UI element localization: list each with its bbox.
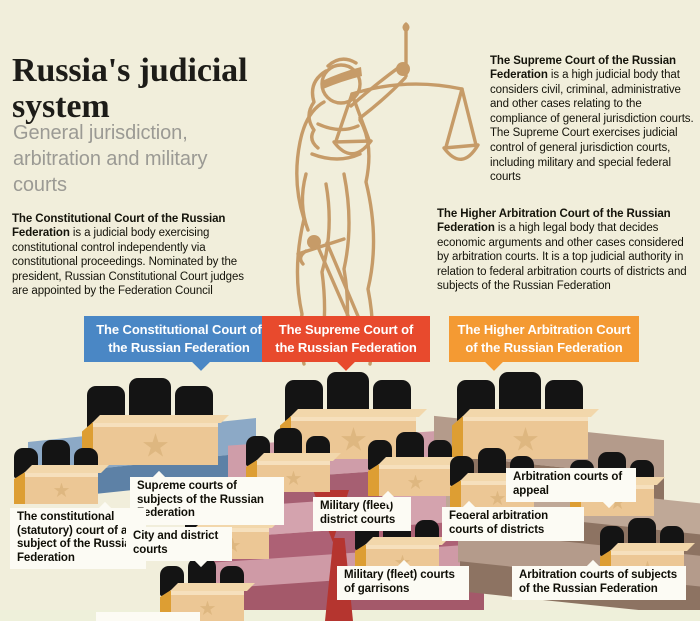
constitutional-court-body: is a judicial body exercising constituti… bbox=[12, 227, 244, 298]
desk-side bbox=[355, 544, 366, 576]
desk-side bbox=[14, 472, 25, 504]
desk-front bbox=[291, 416, 416, 459]
page-subtitle: General jurisdiction, arbitration and mi… bbox=[13, 122, 208, 196]
desk-side bbox=[82, 422, 93, 465]
desk-front bbox=[25, 472, 98, 504]
label-military-district-courts: Military (fleet) district courts bbox=[313, 490, 411, 532]
higher-arbitration-court-lead: The Higher Arbitration Court of the Russ… bbox=[437, 207, 671, 235]
banner-higher-arbitration-court: The Higher Arbitration Court of the Russ… bbox=[449, 316, 639, 372]
military-district-court-desk bbox=[368, 432, 452, 496]
desk-side bbox=[450, 480, 461, 512]
lower-court-desk bbox=[160, 558, 244, 621]
scales-of-justice-icon bbox=[295, 22, 480, 366]
supreme-court-body: is a high judicial body that considers c… bbox=[490, 69, 694, 184]
russian-eagle-emblem-icon bbox=[489, 490, 506, 506]
lady-justice-illustration bbox=[248, 14, 480, 366]
label-supreme-courts-of-subjects: Supreme courts of subjects of the Russia… bbox=[130, 470, 284, 525]
label-cut-off-bottom bbox=[96, 612, 200, 621]
banner-supreme-label: The Supreme Court of the Russian Federat… bbox=[275, 322, 417, 356]
desk-side bbox=[452, 416, 463, 459]
supreme-court-desk bbox=[280, 372, 416, 459]
constitutional-court-desk bbox=[82, 378, 218, 465]
desk-side bbox=[368, 464, 379, 496]
desk-front bbox=[379, 464, 452, 496]
higher-arbitration-court-body: is a high legal body that decides econom… bbox=[437, 222, 687, 293]
russian-eagle-emblem-icon bbox=[143, 433, 168, 457]
desk-side bbox=[160, 590, 171, 621]
russian-eagle-emblem-icon bbox=[407, 474, 424, 490]
constitutional-court-description: The Constitutional Court of the Russian … bbox=[12, 212, 262, 300]
label-arbitration-courts-of-subjects: Arbitration courts of subjects of the Ru… bbox=[512, 559, 686, 601]
russian-eagle-emblem-icon bbox=[199, 600, 216, 616]
banner-higher-arbitration-label: The Higher Arbitration Court of the Russ… bbox=[457, 322, 631, 356]
label-federal-arbitration-courts: Federal arbitration courts of districts bbox=[442, 500, 584, 542]
russian-eagle-emblem-icon bbox=[341, 427, 366, 451]
label-constitutional-statutory-court: The constitutional (statutory) court of … bbox=[10, 501, 146, 570]
banner-supreme-court: The Supreme Court of the Russian Federat… bbox=[262, 316, 430, 372]
desk-side bbox=[246, 460, 257, 492]
russian-eagle-emblem-icon bbox=[53, 482, 70, 498]
constitutional-court-lead: The Constitutional Court of the Russian … bbox=[12, 212, 226, 240]
label-city-and-district-courts: City and district courts bbox=[126, 527, 232, 568]
supreme-court-description: The Supreme Court of the Russian Federat… bbox=[490, 54, 694, 185]
desk-front bbox=[93, 422, 218, 465]
higher-arbitration-court-description: The Higher Arbitration Court of the Russ… bbox=[437, 207, 692, 295]
banner-constitutional-label: The Constitutional Court of the Russian … bbox=[96, 322, 262, 356]
statutory-court-desk bbox=[14, 440, 98, 504]
supreme-court-lead: The Supreme Court of the Russian Federat… bbox=[490, 54, 676, 82]
russian-eagle-emblem-icon bbox=[285, 470, 302, 486]
page-title: Russia's judicial system bbox=[12, 51, 248, 125]
label-arbitration-courts-of-appeal: Arbitration courts of appeal bbox=[506, 468, 636, 509]
higher-arbitration-court-desk bbox=[452, 372, 588, 459]
label-military-garrison-courts: Military (fleet) courts of garrisons bbox=[337, 559, 469, 601]
banner-constitutional-court: The Constitutional Court of the Russian … bbox=[84, 316, 274, 372]
